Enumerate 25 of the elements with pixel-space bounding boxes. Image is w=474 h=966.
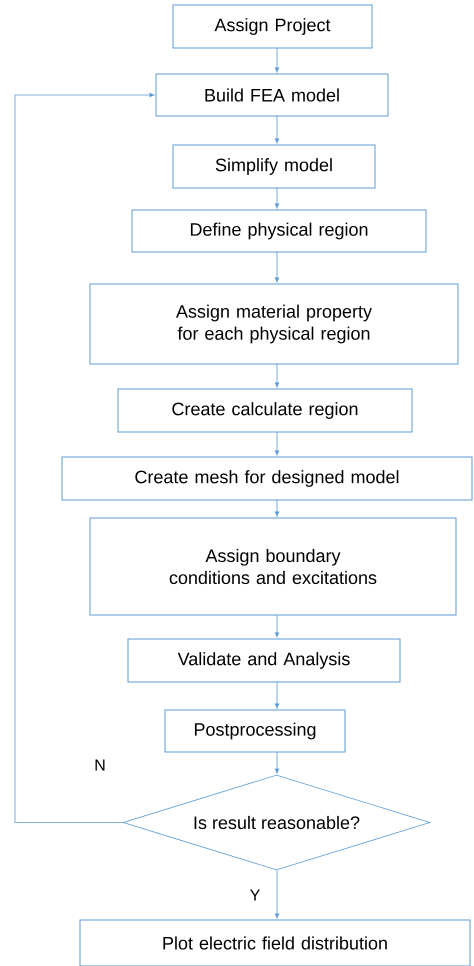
arrow [274, 252, 280, 282]
arrow [274, 116, 280, 144]
arrow [274, 682, 280, 708]
arrow [274, 364, 280, 388]
process-box: Build FEA model [156, 74, 388, 116]
process-box: Assign material property for each physical region [90, 284, 458, 364]
arrow [274, 752, 280, 774]
arrow [274, 188, 280, 208]
arrow [274, 870, 280, 918]
arrow [14, 92, 154, 823]
arrow [274, 48, 280, 72]
process-box: Assign Project [172, 4, 372, 48]
process-box: Define physical region [132, 210, 426, 252]
process-box: Create mesh for designed model [62, 456, 472, 500]
process-box: Plot electric field distribution [80, 920, 470, 966]
arrow [274, 500, 280, 516]
process-box: Assign boundary conditions and excitations [90, 518, 456, 616]
process-box: Validate and Analysis [128, 638, 400, 682]
process-box: Postprocessing [164, 710, 346, 752]
edge-label: N [93, 758, 107, 772]
arrow [274, 615, 280, 638]
arrow [274, 432, 280, 456]
process-box: Simplify model [172, 144, 376, 188]
process-box: Create calculate region [118, 388, 412, 432]
edge-label: Y [248, 888, 262, 902]
